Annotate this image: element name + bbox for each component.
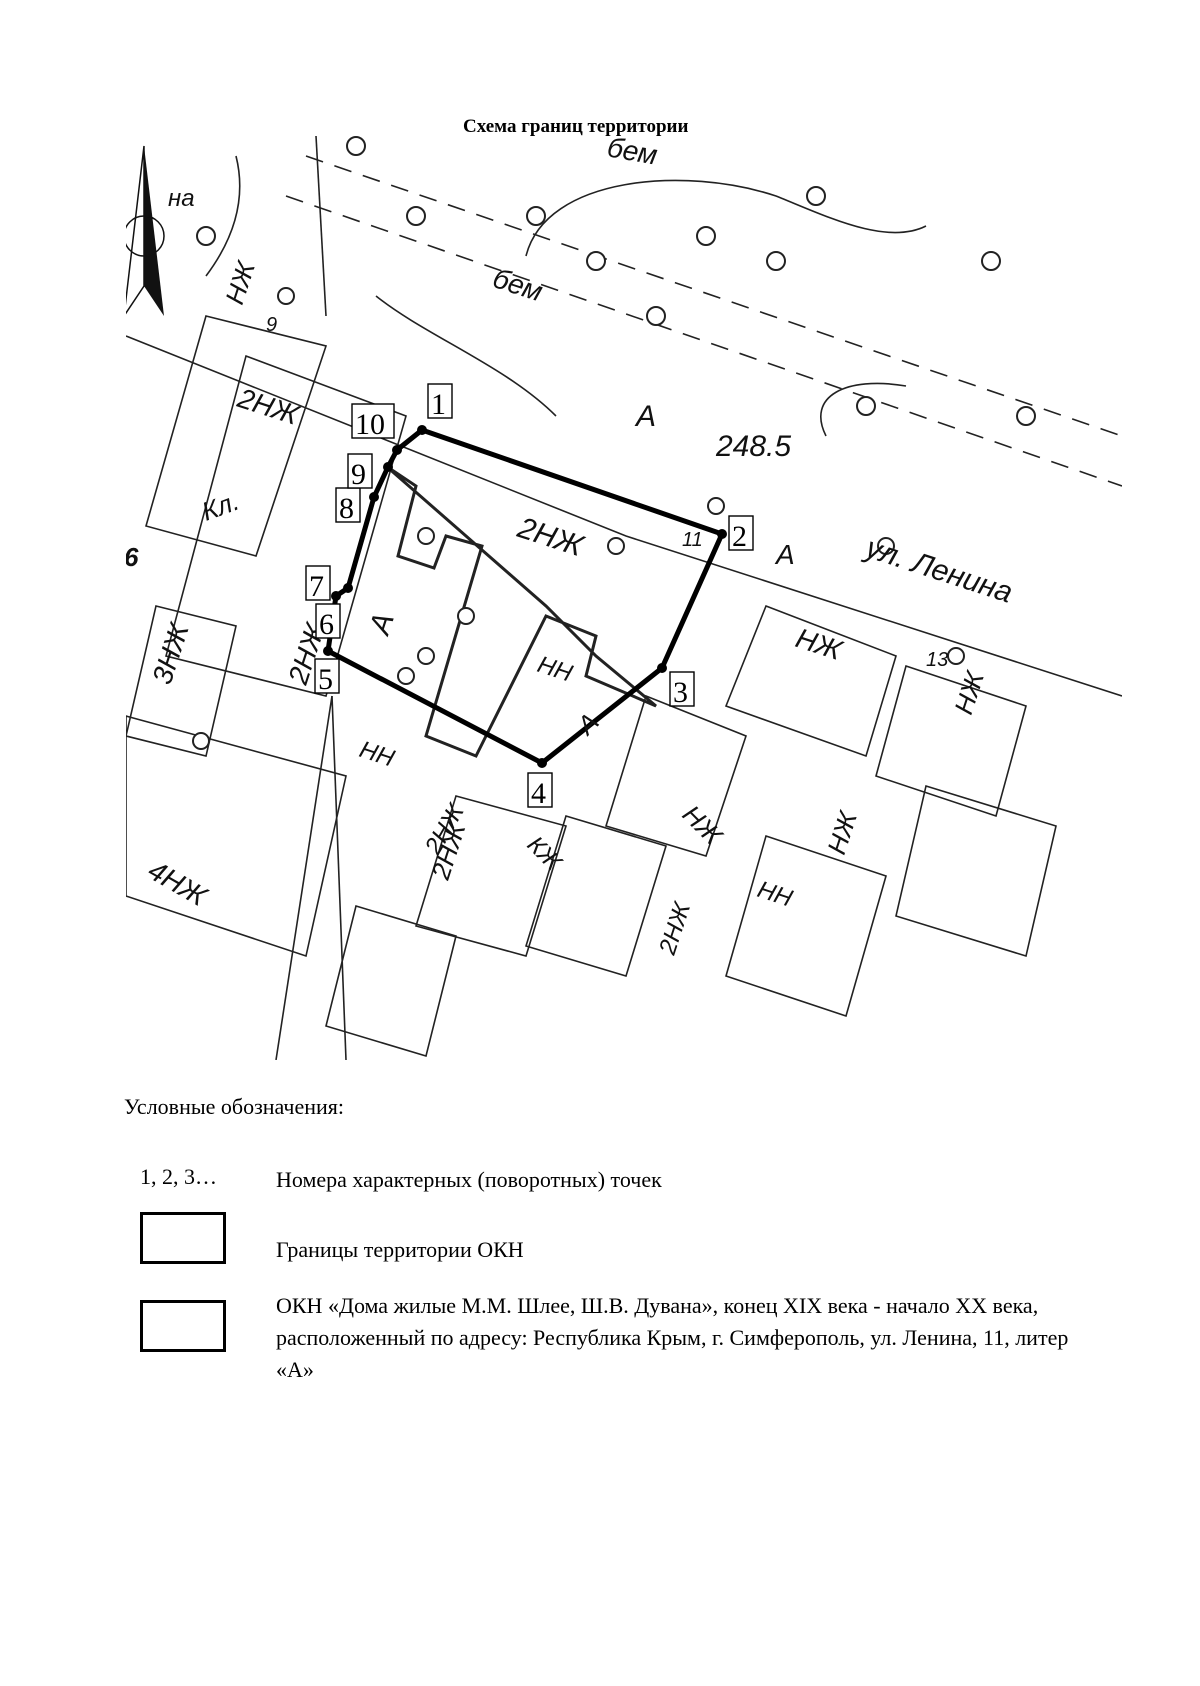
building-label: КЖ <box>522 831 568 877</box>
contour-line <box>820 382 907 437</box>
boundary-line <box>275 695 333 1060</box>
boundary-vertices <box>323 425 727 768</box>
cadastral-map: ул. Ленина 248.5 на 2НЖ 2НЖ 2НЖ 2НЖ НЖ Н… <box>126 136 1122 1060</box>
legend-item-object: ОКН «Дома жилые М.М. Шлее, Ш.В. Дувана»,… <box>140 1290 1100 1400</box>
building-label: 2НЖ <box>233 382 304 432</box>
legend-text: Границы территории ОКН <box>276 1237 524 1262</box>
building-label: 4НЖ <box>143 854 214 913</box>
building-label: 3НЖ <box>146 618 195 688</box>
svg-text:8: 8 <box>339 492 354 525</box>
building-label: НН <box>356 736 398 773</box>
contour-line <box>525 179 927 257</box>
point-label: 6 <box>315 603 341 641</box>
elevation-label: 248.5 <box>715 430 791 463</box>
street-curb-line <box>126 335 1122 697</box>
letter-label: Кл. <box>198 486 243 527</box>
svg-text:6: 6 <box>319 608 334 641</box>
building-outline <box>126 605 237 757</box>
street-label: ул. Ленина <box>860 531 1017 610</box>
legend-swatch-boundary <box>140 1212 226 1264</box>
svg-text:7: 7 <box>309 570 324 603</box>
street-edge-line <box>305 155 1122 437</box>
building-outline <box>524 815 668 977</box>
building-label: НЖ <box>948 666 990 718</box>
building-label: НН <box>534 651 576 688</box>
letter-label: А <box>634 400 656 433</box>
north-arrow-icon <box>126 145 165 316</box>
building-outline <box>414 795 568 957</box>
legend-swatch-object <box>140 1300 226 1352</box>
svg-text:5: 5 <box>318 663 333 696</box>
point-label: 8 <box>335 487 361 525</box>
building-outline <box>126 715 347 958</box>
legend-title: Условные обозначения: <box>124 1094 345 1119</box>
building-outline <box>725 834 887 1018</box>
letter-label: А <box>774 539 795 570</box>
legend-item-points: 1, 2, 3… Номера характерных (поворотных)… <box>140 1164 1100 1198</box>
building-outline <box>325 904 457 1058</box>
building-label: НЖ <box>219 256 261 308</box>
letter-label: А <box>363 609 401 640</box>
building-outline <box>145 315 328 557</box>
building-outline <box>165 354 407 697</box>
house-number: 9 <box>266 314 277 336</box>
svg-text:2: 2 <box>732 520 747 553</box>
north-label: на <box>168 185 195 212</box>
point-label: 2 <box>728 515 754 553</box>
point-label: 4 <box>527 772 553 810</box>
boundary-line <box>331 695 347 1060</box>
street-curb-line <box>315 136 327 317</box>
letter-label: бем <box>605 136 660 171</box>
point-label: 9 <box>347 453 373 491</box>
contour-line <box>375 295 557 417</box>
building-label: НН <box>754 876 796 913</box>
house-number: 6 <box>126 542 139 572</box>
building-outline <box>724 604 897 758</box>
point-label: 3 <box>669 671 695 709</box>
map-title: Схема границ территории <box>460 116 692 138</box>
point-label: 7 <box>305 565 331 603</box>
building-outline <box>895 784 1057 958</box>
trees-group <box>192 136 1036 750</box>
house-number: 13 <box>926 649 948 671</box>
letter-label: бем <box>489 262 546 307</box>
legend-key: 1, 2, 3… <box>140 1164 217 1189</box>
point-label: 5 <box>314 658 340 696</box>
building-label: НЖ <box>792 622 847 666</box>
house-number: 11 <box>682 529 703 551</box>
object-building-outline <box>385 464 657 758</box>
building-label: 2НЖ <box>654 898 697 959</box>
building-label: НЖ <box>821 806 863 858</box>
legend-item-boundary: Границы территории ОКН <box>140 1212 1100 1272</box>
point-label: 10 <box>351 403 395 441</box>
building-outline <box>604 694 747 857</box>
building-label: 2НЖ <box>513 511 588 564</box>
svg-text:3: 3 <box>673 676 688 709</box>
street-edge-line <box>285 195 1122 487</box>
legend-text: ОКН «Дома жилые М.М. Шлее, Ш.В. Дувана»,… <box>276 1293 1069 1382</box>
svg-text:9: 9 <box>351 458 366 491</box>
point-label: 1 <box>427 383 453 421</box>
legend-text: Номера характерных (поворотных) точек <box>276 1167 662 1192</box>
svg-text:10: 10 <box>355 408 385 441</box>
contour-line <box>205 155 241 277</box>
svg-text:4: 4 <box>531 777 546 810</box>
building-outline <box>875 664 1027 818</box>
svg-text:1: 1 <box>431 388 446 421</box>
